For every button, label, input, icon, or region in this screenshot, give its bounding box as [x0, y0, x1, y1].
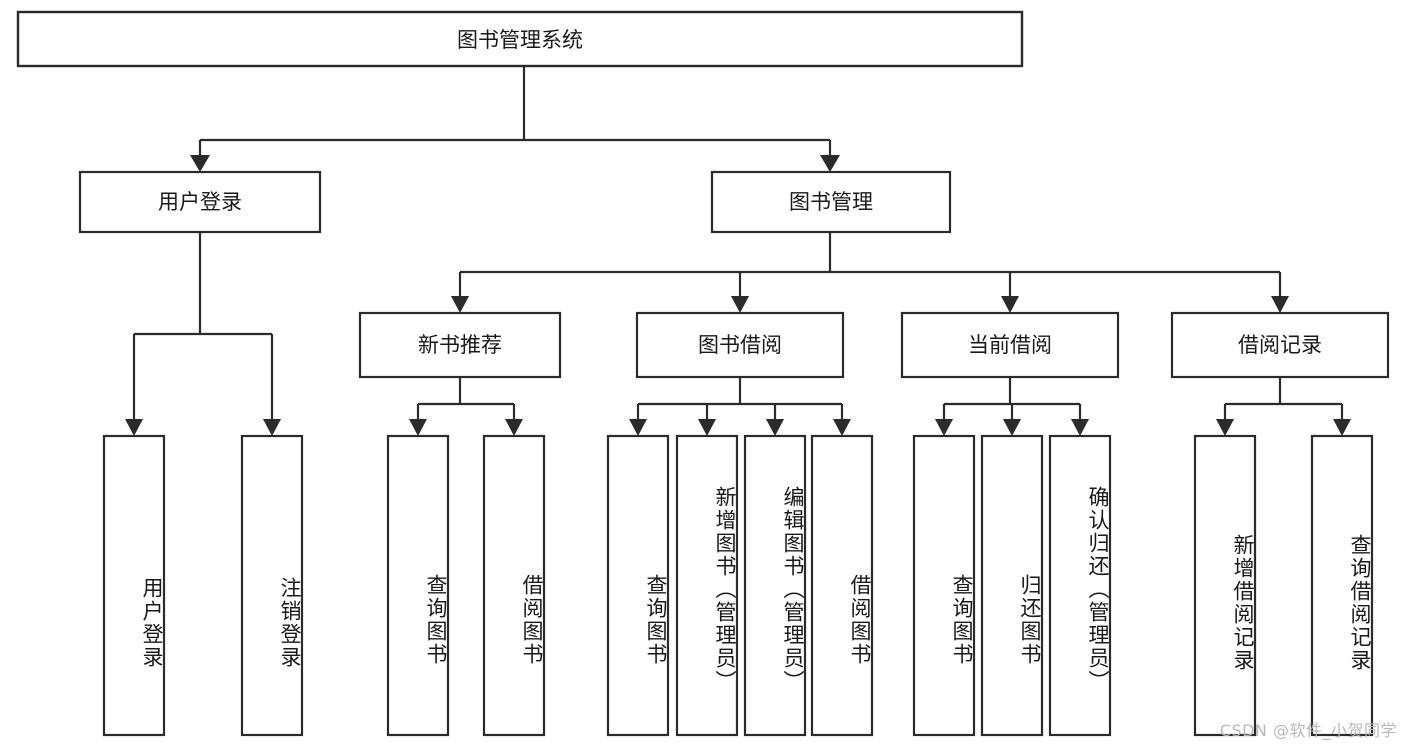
arrow-head-leaf-query-book-2	[629, 419, 647, 436]
node-book-management[interactable]: 图书管理	[710, 170, 952, 234]
connector-root-to-level1	[190, 66, 840, 172]
arrow-head-to-user-login	[190, 155, 210, 172]
node-book-management-label: 图书管理	[789, 190, 873, 214]
leaf-box-query-book-2[interactable]	[606, 434, 670, 737]
node-current-borrow-box[interactable]	[900, 311, 1120, 379]
node-new-book-recommend-label: 新书推荐	[418, 333, 502, 357]
arrow-head-borrow-record	[1271, 296, 1289, 313]
node-new-book-recommend[interactable]: 新书推荐	[358, 311, 562, 379]
arrow-head-book-borrow	[731, 296, 749, 313]
connector-current-borrow-to-leaves	[935, 377, 1089, 436]
arrow-head-leaf-logout-login	[263, 419, 281, 436]
arrow-head-leaf-add-record	[1216, 419, 1234, 436]
leaf-box-add-record[interactable]	[1193, 434, 1257, 737]
node-root-label: 图书管理系统	[457, 28, 583, 52]
connector-new-book-recommend-to-leaves	[409, 377, 523, 436]
arrow-head-leaf-confirm-return	[1071, 419, 1089, 436]
node-book-borrow-box[interactable]	[635, 311, 845, 379]
arrow-head-leaf-return-book	[1003, 419, 1021, 436]
node-user-login-label: 用户登录	[158, 190, 242, 214]
node-book-management-box[interactable]	[710, 170, 952, 234]
node-book-borrow-label: 图书借阅	[698, 333, 782, 357]
node-borrow-record[interactable]: 借阅记录	[1170, 311, 1390, 379]
node-root-box[interactable]	[16, 10, 1024, 68]
node-user-login-box[interactable]	[78, 170, 322, 234]
node-root[interactable]: 图书管理系统	[16, 10, 1024, 68]
leaf-box-user-login[interactable]	[102, 434, 166, 737]
arrow-head-to-book-management	[820, 155, 840, 172]
leaf-box-return-book[interactable]	[980, 434, 1044, 737]
leaf-box-query-book-1[interactable]	[386, 434, 450, 737]
watermark-text: CSDN @软件_小贺同学	[1219, 721, 1397, 740]
node-current-borrow[interactable]: 当前借阅	[900, 311, 1120, 379]
node-new-book-recommend-box[interactable]	[358, 311, 562, 379]
node-user-login[interactable]: 用户登录	[78, 170, 322, 234]
connector-borrow-record-to-leaves	[1216, 377, 1351, 436]
node-borrow-record-label: 借阅记录	[1238, 333, 1322, 357]
node-current-borrow-label: 当前借阅	[968, 333, 1052, 357]
arrow-head-leaf-add-book	[698, 419, 716, 436]
arrow-head-leaf-user-login	[125, 419, 143, 436]
leaf-box-query-record[interactable]	[1310, 434, 1374, 737]
leaf-box-add-book[interactable]	[675, 434, 739, 737]
leaf-box-confirm-return[interactable]	[1048, 434, 1112, 737]
arrow-head-leaf-query-book-3	[935, 419, 953, 436]
node-book-borrow[interactable]: 图书借阅	[635, 311, 845, 379]
arrow-head-current-borrow	[1001, 296, 1019, 313]
leaf-box-borrow-book-2[interactable]	[810, 434, 874, 737]
arrow-head-leaf-edit-book	[766, 419, 784, 436]
connector-user-login-to-leaves	[125, 232, 281, 436]
node-borrow-record-box[interactable]	[1170, 311, 1390, 379]
arrow-head-leaf-borrow-book-2	[833, 419, 851, 436]
leaf-box-query-book-3[interactable]	[912, 434, 976, 737]
arrow-head-leaf-query-book-1	[409, 419, 427, 436]
leaf-box-logout-login[interactable]	[240, 434, 304, 737]
leaf-box-edit-book[interactable]	[743, 434, 807, 737]
leaf-box-borrow-book-1[interactable]	[482, 434, 546, 737]
connector-book-borrow-to-leaves	[629, 377, 851, 436]
arrow-head-leaf-borrow-book-1	[505, 419, 523, 436]
connector-book-management-to-level2	[451, 232, 1289, 313]
arrow-head-leaf-query-record	[1333, 419, 1351, 436]
arrow-head-new-book-recommend	[451, 296, 469, 313]
